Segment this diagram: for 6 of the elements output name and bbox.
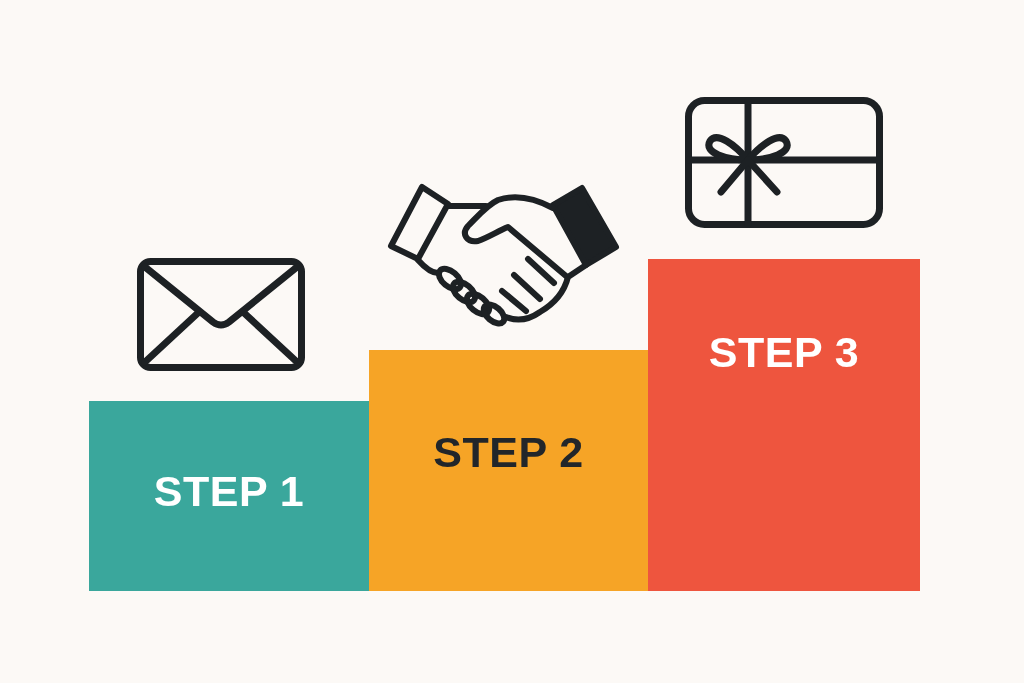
step-block: [369, 350, 648, 591]
step-label: STEP 1: [153, 470, 305, 513]
step-label: STEP 3: [708, 331, 860, 374]
step-block: [89, 401, 369, 591]
step-block: [648, 259, 920, 591]
step-label: STEP 2: [433, 431, 584, 474]
